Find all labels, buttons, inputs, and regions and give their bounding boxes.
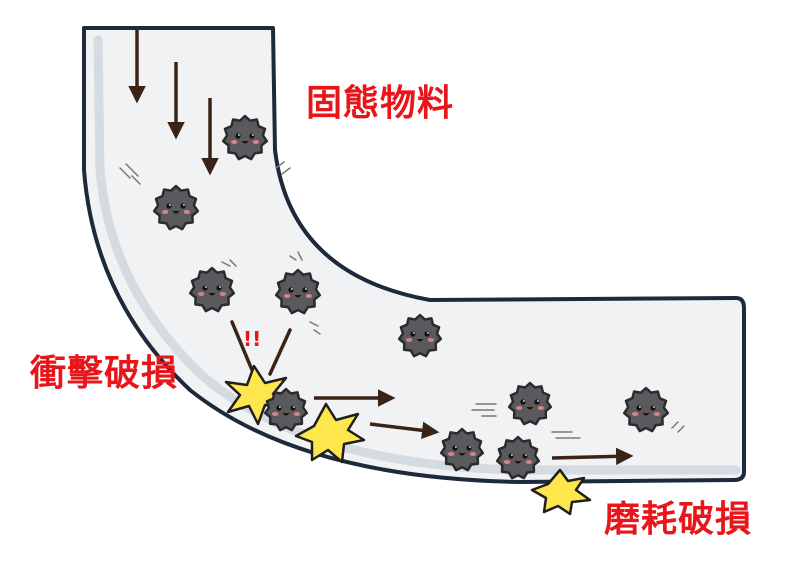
smiling-rock-particle-icon [274, 268, 322, 315]
smiling-rock-particle-icon [152, 184, 200, 231]
smiling-rock-particle-icon [495, 435, 541, 480]
sliding-arrows [230, 320, 634, 466]
impact-star-icon [294, 402, 366, 464]
motion-streaks [119, 161, 685, 439]
chute-inner-shadow [93, 35, 741, 475]
smiling-rock-particle-icon [507, 381, 553, 426]
impact-stars [224, 364, 592, 516]
smiling-rock-particle-icon [439, 427, 485, 472]
motion-arrow-icon [551, 447, 634, 466]
falling-arrows [128, 30, 219, 176]
abrasion-damage-label: 磨耗破損 [604, 499, 753, 540]
solid-material-label: 固態物料 [306, 83, 455, 124]
impact-star-icon [224, 364, 288, 426]
impact-damage-label: 衝擊破損 [30, 353, 179, 394]
smiling-rock-particle-icon [397, 313, 443, 358]
smiling-rock-particle-icon [622, 386, 670, 433]
particles [152, 114, 670, 480]
exclamation-mark: !! [243, 327, 261, 351]
smiling-rock-particle-icon [263, 387, 309, 432]
smiling-rock-particle-icon [221, 114, 269, 161]
motion-arrow-icon [369, 421, 440, 440]
impact-line [268, 328, 292, 376]
impact-line [230, 320, 254, 372]
impact-star-icon [530, 468, 592, 516]
smiling-rock-particle-icon [188, 266, 236, 313]
